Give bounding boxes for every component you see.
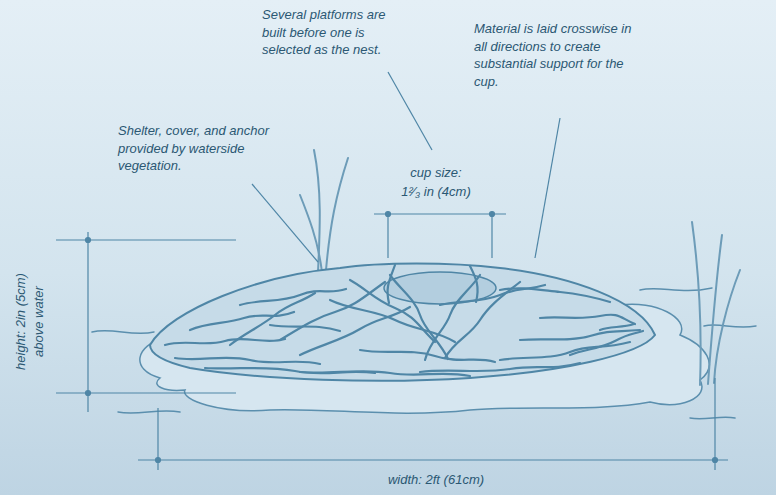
reed xyxy=(692,222,740,385)
dimension-line xyxy=(87,232,88,412)
water-ripple xyxy=(92,331,154,334)
dimension-label: cup size: xyxy=(410,164,461,182)
water-ripple xyxy=(118,411,180,413)
dimension-label: 1²⁄₃ in (4cm) xyxy=(401,183,470,201)
dimension-dot xyxy=(86,238,91,243)
callout-note: Several platforms are built before one i… xyxy=(262,6,407,59)
dimension-dot xyxy=(490,212,495,217)
nest-strands xyxy=(165,265,643,376)
dimension-line xyxy=(491,214,492,258)
leader-line xyxy=(535,118,560,258)
dimension-line xyxy=(138,459,728,460)
dimension-line xyxy=(714,378,715,470)
callout-note: Material is laid crosswise in all direct… xyxy=(474,20,632,90)
water-ripple xyxy=(640,288,712,291)
dimension-line xyxy=(56,239,236,240)
dimension-line xyxy=(387,214,388,258)
water-ripple xyxy=(690,417,735,419)
callout-note: Shelter, cover, and anchor provided by w… xyxy=(118,122,278,175)
dimension-dot xyxy=(386,212,391,217)
dimension-dot xyxy=(156,458,161,463)
dimension-line xyxy=(374,213,506,214)
reed xyxy=(300,150,348,272)
dimension-line xyxy=(56,392,236,393)
dimension-label: width: 2ft (61cm) xyxy=(388,471,484,489)
dimension-dot xyxy=(86,391,91,396)
leader-line xyxy=(252,184,318,262)
dimension-label: height: 2in (5cm) above water xyxy=(12,261,47,383)
dimension-dot xyxy=(713,458,718,463)
leader-line xyxy=(388,72,432,150)
nest-mound xyxy=(150,264,655,381)
